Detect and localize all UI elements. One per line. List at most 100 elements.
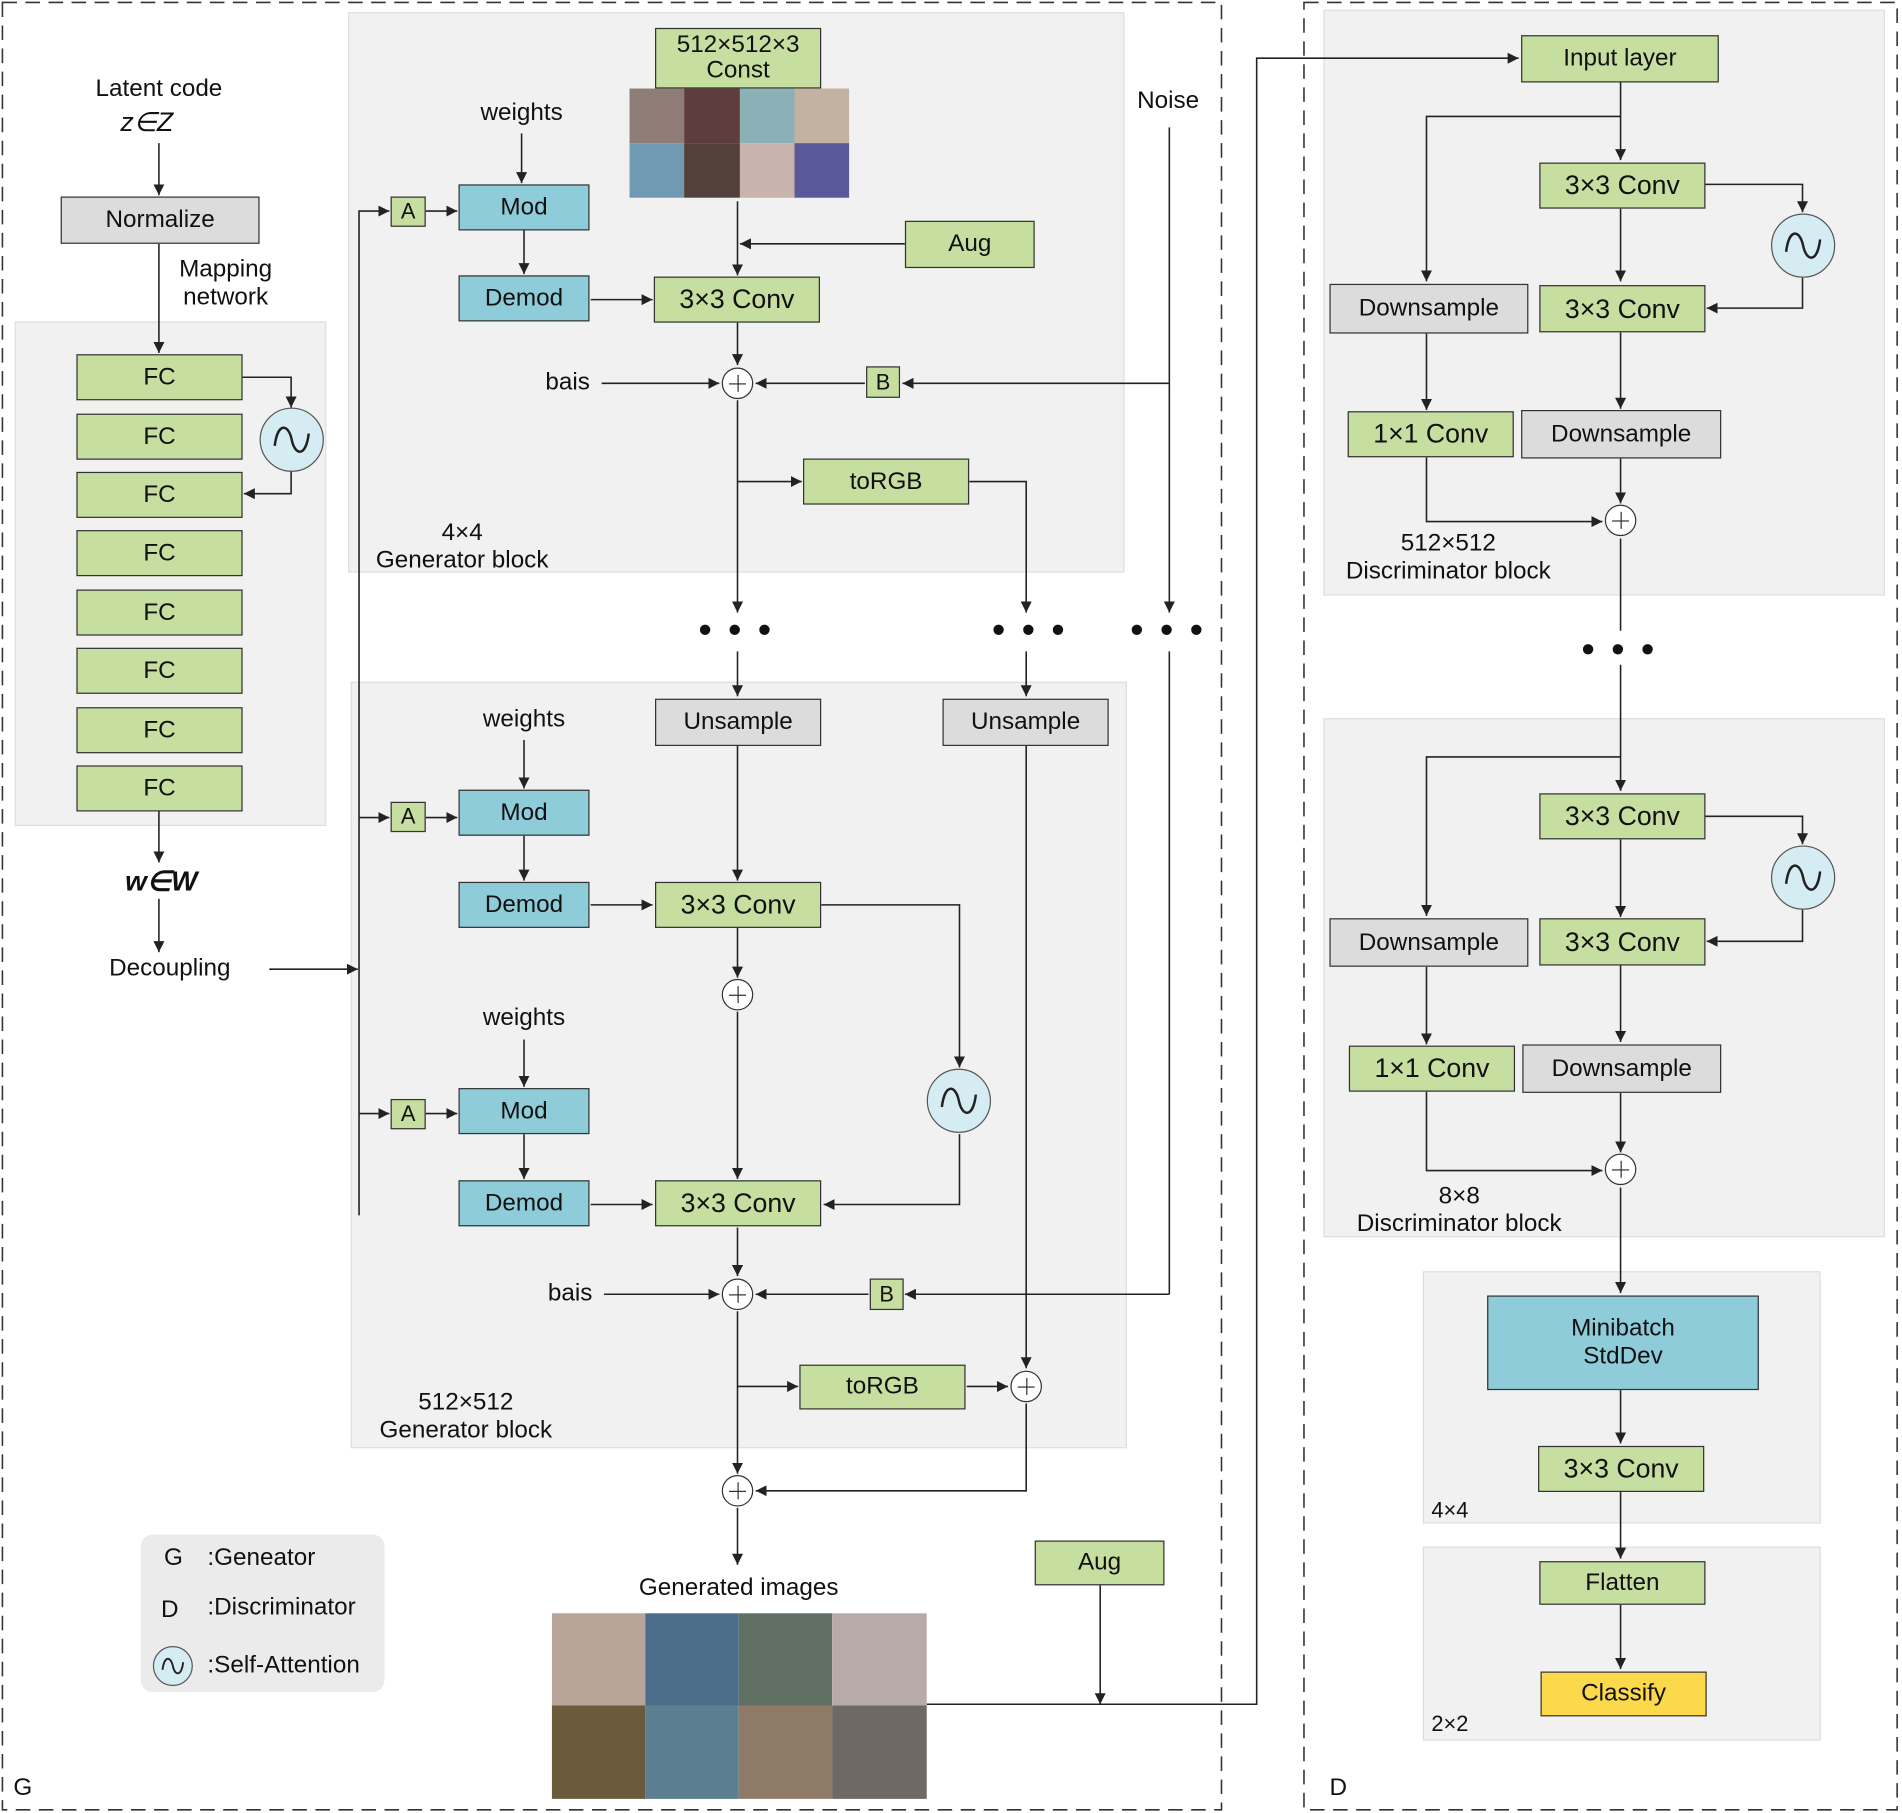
add-node-512-mid — [721, 978, 754, 1011]
bias-label-4x4: bais — [545, 368, 590, 396]
disc8-conv3x3-1: 3×3 Conv — [1539, 793, 1706, 840]
generated-images-grid — [551, 1613, 927, 1799]
const-texture-grid — [629, 88, 850, 198]
disc512-downsample-right: Downsample — [1521, 409, 1722, 459]
disc512-conv3x3-1: 3×3 Conv — [1539, 162, 1706, 209]
texture-tile — [739, 88, 795, 144]
add-node-output — [721, 1475, 754, 1507]
conv3x3-box-4x4: 3×3 Conv — [653, 276, 820, 323]
add-node-bias-512 — [721, 1278, 754, 1311]
const-input-box: 512×512×3 Const — [655, 27, 822, 89]
fc-layer-5: FC — [76, 589, 243, 636]
decoupling-label: Decoupling — [109, 954, 231, 982]
w-space-symbol: w∈W — [125, 864, 198, 897]
disc512-downsample-left: Downsample — [1329, 283, 1529, 334]
texture-tile — [739, 143, 795, 198]
weights-label-512-2: weights — [482, 1004, 566, 1032]
affine-a-512-2: A — [390, 1098, 426, 1130]
self-attention-icon — [1770, 845, 1836, 910]
fc-layer-8: FC — [76, 765, 243, 812]
fc-layer-4: FC — [76, 530, 243, 577]
generated-tile — [551, 1613, 646, 1706]
flatten-box: Flatten — [1539, 1561, 1706, 1605]
bias-label-512: bais — [547, 1279, 593, 1307]
fc-layer-6: FC — [76, 647, 243, 694]
legend-g-text: :Geneator — [207, 1544, 316, 1571]
disc512-conv1x1: 1×1 Conv — [1347, 411, 1514, 458]
affine-a-512-1: A — [390, 801, 426, 833]
texture-tile — [794, 143, 850, 198]
input-layer-box: Input layer — [1521, 35, 1719, 83]
generated-tile — [832, 1613, 927, 1706]
fc-layer-7: FC — [76, 707, 243, 754]
disc512-caption: 512×512 Discriminator block — [1345, 530, 1551, 585]
legend-d-text: :Discriminator — [207, 1593, 356, 1621]
fc-layer-2: FC — [76, 413, 243, 460]
disc8-downsample-left: Downsample — [1329, 918, 1529, 967]
noise-scale-b-512: B — [869, 1278, 904, 1311]
disc8-conv1x1: 1×1 Conv — [1348, 1045, 1516, 1092]
generated-tile — [832, 1705, 927, 1799]
conv3x3-box-512-2: 3×3 Conv — [655, 1180, 822, 1227]
upsample-box-main: Unsample — [655, 698, 822, 746]
ellipsis-main: ••• — [698, 610, 788, 651]
normalize-box: Normalize — [60, 196, 260, 244]
generated-tile — [738, 1613, 833, 1706]
latent-space-symbol: z∈Z — [120, 106, 174, 138]
add-node-bias-4x4 — [721, 367, 754, 400]
head-2x2-caption: 2×2 — [1431, 1711, 1469, 1736]
aug-box-bottom: Aug — [1034, 1540, 1165, 1586]
disc8-conv3x3-2: 3×3 Conv — [1539, 918, 1706, 966]
texture-tile — [629, 88, 685, 144]
self-attention-icon — [259, 407, 324, 472]
mod-box-4x4: Mod — [458, 184, 590, 231]
aug-box-top: Aug — [904, 220, 1035, 269]
legend-self-attention-icon — [152, 1646, 193, 1687]
disc8-downsample-right: Downsample — [1522, 1044, 1722, 1093]
generated-tile — [738, 1705, 833, 1799]
legend-g-key: G — [164, 1544, 183, 1571]
disc8-caption: 8×8 Discriminator block — [1356, 1182, 1562, 1238]
classify-box: Classify — [1540, 1671, 1707, 1717]
mod-box-512-1: Mod — [458, 789, 590, 836]
demod-box-4x4: Demod — [458, 275, 590, 322]
ellipsis-noise: ••• — [1130, 610, 1220, 651]
head-4x4-caption: 4×4 — [1431, 1498, 1469, 1523]
noise-label: Noise — [1137, 87, 1200, 115]
generator-section-label: G — [13, 1774, 33, 1802]
generator-4x4-caption: 4×4 Generator block — [375, 519, 549, 574]
minibatch-stddev-box: Minibatch StdDev — [1487, 1295, 1759, 1391]
head-conv3x3: 3×3 Conv — [1538, 1445, 1705, 1492]
torgb-box-4x4: toRGB — [803, 458, 970, 505]
mapping-network-label: Mapping network — [179, 255, 273, 311]
latent-code-label: Latent code — [95, 75, 223, 102]
disc512-conv3x3-2: 3×3 Conv — [1539, 285, 1706, 333]
fc-layer-1: FC — [76, 354, 243, 401]
weights-label-4x4: weights — [480, 99, 563, 127]
texture-tile — [629, 143, 685, 198]
affine-a-4x4: A — [390, 196, 426, 227]
ellipsis-disc: ••• — [1581, 629, 1671, 670]
fc-layer-3: FC — [76, 471, 243, 518]
texture-tile — [794, 88, 850, 144]
generated-tile — [551, 1705, 646, 1799]
demod-box-512-2: Demod — [458, 1180, 590, 1227]
add-node-disc8 — [1604, 1153, 1637, 1186]
weights-label-512-1: weights — [482, 705, 566, 733]
ellipsis-rgb: ••• — [992, 610, 1082, 651]
texture-tile — [684, 88, 740, 144]
legend-attention-text: :Self-Attention — [207, 1652, 360, 1679]
generator-512-caption: 512×512 Generator block — [379, 1388, 553, 1444]
self-attention-icon — [1770, 213, 1836, 278]
generated-tile — [645, 1613, 739, 1706]
legend-d-key: D — [161, 1596, 179, 1623]
add-node-rgb-512 — [1010, 1370, 1042, 1403]
generated-tile — [645, 1705, 739, 1799]
noise-scale-b-4x4: B — [866, 366, 901, 398]
torgb-box-512: toRGB — [799, 1364, 966, 1410]
conv3x3-box-512-1: 3×3 Conv — [655, 881, 822, 928]
demod-box-512-1: Demod — [458, 881, 590, 928]
discriminator-section-label: D — [1329, 1774, 1347, 1802]
